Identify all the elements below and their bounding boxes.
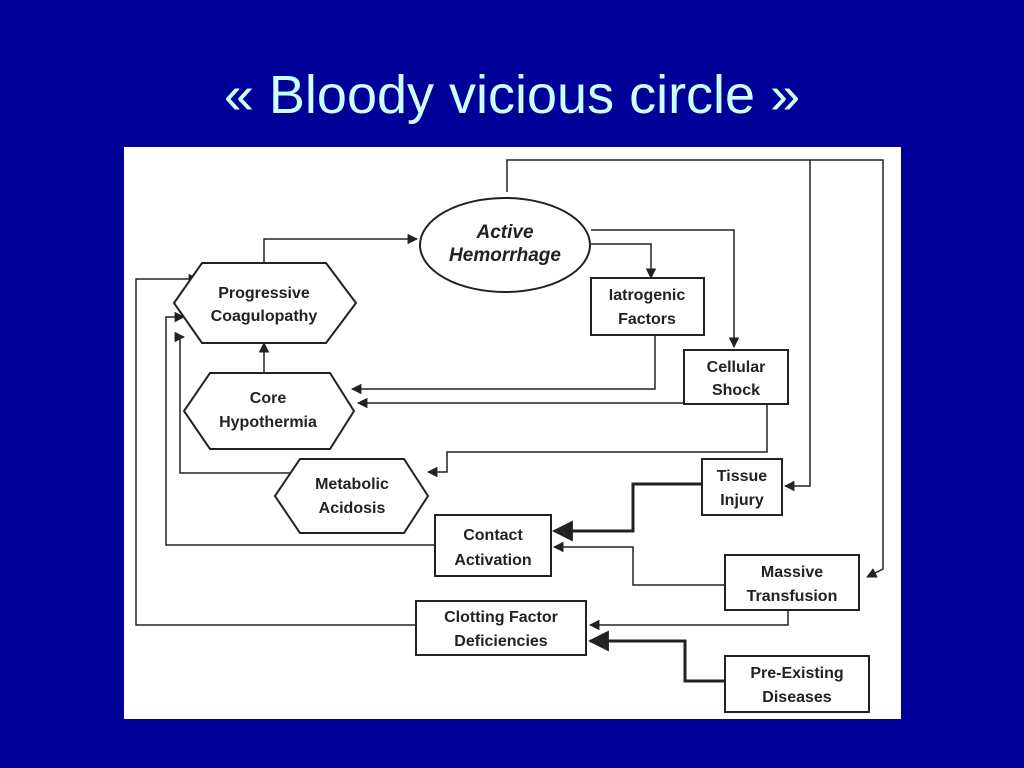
node-metabolic-acidosis: Metabolic Acidosis (273, 458, 430, 534)
node-clotting-factor-deficiencies-line-2: Deficiencies (454, 633, 547, 650)
node-contact-activation: Contact Activation (434, 514, 552, 577)
node-metabolic-acidosis-line-2: Acidosis (319, 500, 386, 517)
node-clotting-factor-deficiencies-line-1: Clotting Factor (444, 609, 558, 626)
node-contact-activation-line-2: Activation (454, 552, 531, 569)
node-tissue-injury: Tissue Injury (701, 458, 783, 516)
node-iatrogenic-factors: Iatrogenic Factors (590, 277, 705, 336)
slide-title: « Bloody vicious circle » (223, 65, 801, 125)
node-progressive-coagulopathy-line-1: Progressive (218, 285, 310, 302)
edge-clotting-to-coagulopathy (135, 273, 416, 626)
node-massive-transfusion: Massive Transfusion (724, 554, 860, 611)
edge-iatrogenic-to-hypothermia (350, 335, 656, 395)
flow-diagram: Active Hemorrhage Progressive Coagulopat… (135, 159, 884, 713)
edge-coagulopathy-to-hemorrhage (263, 233, 419, 262)
node-progressive-coagulopathy: Progressive Coagulopathy (172, 262, 358, 344)
edge-preexisting-to-clotting (587, 630, 725, 683)
node-massive-transfusion-line-1: Massive (761, 564, 823, 581)
node-metabolic-acidosis-line-1: Metabolic (315, 476, 389, 493)
node-cellular-shock-line-1: Cellular (707, 359, 766, 376)
node-iatrogenic-factors-line-2: Factors (618, 311, 676, 328)
edge-transfusion-to-contact (552, 541, 725, 586)
node-active-hemorrhage-line-2: Hemorrhage (449, 245, 561, 266)
node-pre-existing-diseases-line-1: Pre-Existing (750, 665, 843, 682)
node-massive-transfusion-line-2: Transfusion (747, 588, 838, 605)
node-pre-existing-diseases-line-2: Diseases (762, 689, 831, 706)
edge-cellular-shock-to-acidosis (426, 405, 768, 478)
node-tissue-injury-line-1: Tissue (717, 468, 768, 485)
edge-bus-to-tissue-injury (783, 160, 811, 492)
node-cellular-shock: Cellular Shock (683, 349, 789, 405)
edge-acidosis-to-coagulopathy (174, 331, 300, 474)
edge-contact-to-coagulopathy (165, 311, 435, 546)
node-contact-activation-line-1: Contact (463, 527, 523, 544)
node-core-hypothermia-line-2: Hypothermia (219, 414, 317, 431)
node-tissue-injury-line-2: Injury (720, 492, 764, 509)
edge-transfusion-to-clotting (588, 609, 789, 631)
edge-hemorrhage-to-iatrogenic (591, 243, 657, 280)
node-iatrogenic-factors-line-1: Iatrogenic (609, 287, 686, 304)
node-cellular-shock-line-2: Shock (712, 382, 760, 399)
node-clotting-factor-deficiencies: Clotting Factor Deficiencies (415, 600, 587, 656)
diagram-panel: Active Hemorrhage Progressive Coagulopat… (124, 147, 901, 719)
edge-hemorrhage-to-cellular-shock (591, 229, 740, 349)
node-active-hemorrhage: Active Hemorrhage (419, 197, 591, 293)
node-active-hemorrhage-line-1: Active (475, 222, 533, 243)
node-pre-existing-diseases: Pre-Existing Diseases (724, 655, 870, 713)
edge-top-bus (506, 159, 884, 578)
node-core-hypothermia-line-1: Core (250, 390, 287, 407)
edge-tissue-injury-to-contact (551, 482, 702, 542)
node-progressive-coagulopathy-line-2: Coagulopathy (211, 308, 318, 325)
node-core-hypothermia: Core Hypothermia (182, 372, 356, 450)
